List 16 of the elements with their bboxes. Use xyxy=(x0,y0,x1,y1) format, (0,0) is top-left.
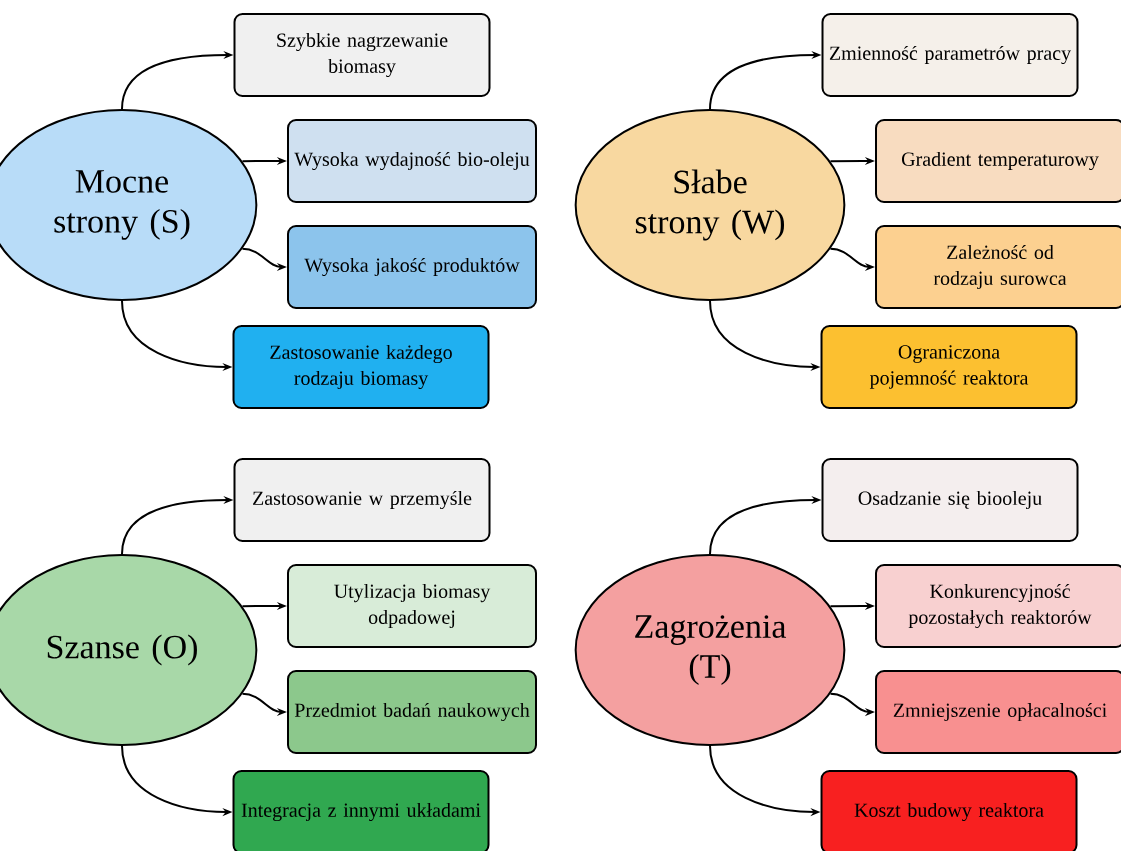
factor-box: Osadzanie się biooleju xyxy=(821,458,1079,542)
factor-box: Zmniejszenie opłacalności xyxy=(875,670,1121,754)
factor-box: Wysoka wydajność bio-oleju xyxy=(287,119,537,203)
factor-box: Zmienność parametrów pracy xyxy=(821,13,1079,97)
factor-box: Gradient temperaturowy xyxy=(875,119,1121,203)
factor-box: Zastosowanie każdego rodzaju biomasy xyxy=(232,325,490,409)
factor-box: Koszt budowy reaktora xyxy=(820,770,1078,851)
factor-box: Przedmiot badań naukowych xyxy=(287,670,537,754)
factor-box: Konkurencyjność pozostałych reaktorów xyxy=(875,564,1121,648)
factor-box: Wysoka jakość produktów xyxy=(287,225,537,309)
factor-box: Utylizacja biomasy odpadowej xyxy=(287,564,537,648)
factor-box: Zastosowanie w przemyśle xyxy=(233,458,491,542)
factor-box: Szybkie nagrzewanie biomasy xyxy=(233,13,491,97)
factor-box: Ograniczona pojemność reaktora xyxy=(820,325,1078,409)
factor-box: Integracja z innymi układami xyxy=(232,770,490,851)
factor-box: Zależność od rodzaju surowca xyxy=(875,225,1121,309)
